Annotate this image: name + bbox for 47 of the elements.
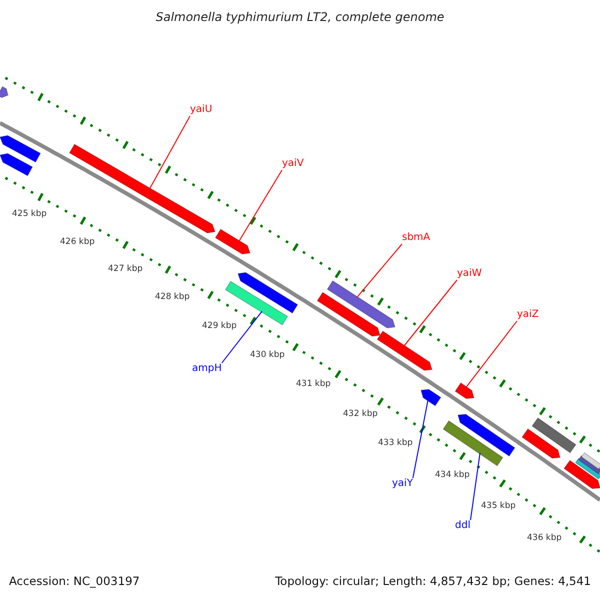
scale-label: 436 kbp [527,532,562,544]
gene-bar [580,452,600,470]
gene-bar [68,144,216,234]
title: Salmonella typhimurium LT2, complete genome [154,11,446,23]
scale-label: 429 kbp [202,320,237,332]
leader-line [238,170,282,242]
leader-line [470,452,480,520]
gene-bar [326,280,396,328]
scale-label: 434 kbp [435,469,470,481]
gene-label: sbmA [402,232,430,244]
gene-bar [522,428,560,459]
gene-label: yaiW [457,268,482,280]
gene-bar [420,388,442,406]
gene-label: ddl [455,520,470,532]
leader-line [221,310,262,364]
scale-label: 433 kbp [378,437,413,449]
gene-bar [214,228,251,255]
gene-bar [532,417,576,454]
scale-label: 428 kbp [155,291,190,303]
scale-label: 425 kbp [12,208,47,220]
gene-bar [0,135,41,163]
gene-label: yaiY [392,478,413,490]
scale-label: 435 kbp [481,500,516,512]
gene-label: yaiZ [517,309,539,321]
gene-label: ampH [192,363,222,375]
gene-label: yaiV [282,158,304,170]
gene-bar [442,420,504,466]
gene-bar [376,330,433,371]
gene-bar [457,414,516,457]
scale-label: 427 kbp [108,263,143,275]
leader-line [466,320,518,388]
gene-bar [454,382,475,400]
leader-line [404,280,458,346]
scale-label: 432 kbp [343,408,378,420]
footer-text: Accession: NC_003197 [9,575,140,587]
leader-line [150,116,190,189]
gene-bar [316,292,381,337]
scale-label: 426 kbp [60,236,95,248]
footer-text: Topology: circular; Length: 4,857,432 bp; Genes: 4,541 [275,575,591,587]
leader-line [412,399,428,478]
gene-bar [0,153,33,176]
gene-bar [0,86,8,98]
gene-label: yaiU [190,104,212,116]
gene-bar [564,460,600,489]
gene-bar [237,272,298,314]
scale-label: 431 kbp [296,378,331,390]
scale-label: 430 kbp [250,349,285,361]
